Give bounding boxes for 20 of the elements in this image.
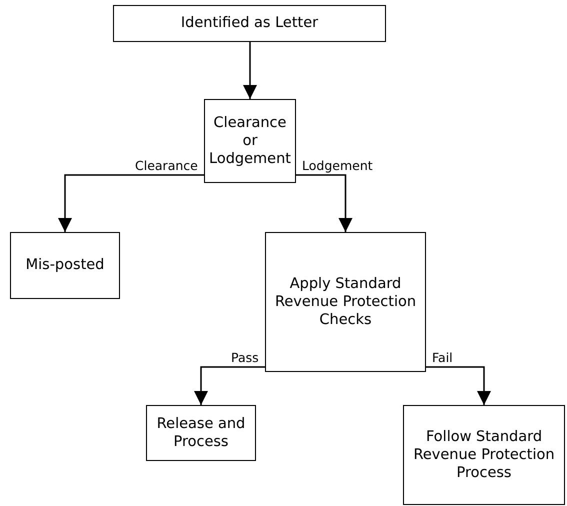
arrow — [296, 174, 352, 232]
box-text: Release and Process — [156, 414, 246, 452]
edge-label: Lodgement — [300, 158, 375, 173]
process-box — [204, 99, 296, 183]
process-box — [403, 405, 565, 505]
process-box — [113, 5, 386, 42]
arrow — [426, 366, 491, 405]
box-text: Mis-posted — [26, 256, 104, 275]
process-box — [265, 232, 426, 372]
box-text: Follow Standard Revenue Protection Process — [412, 428, 556, 482]
arrow — [194, 366, 265, 405]
box-text: Identified as Letter — [180, 14, 318, 33]
arrow — [58, 174, 204, 232]
process-box — [10, 232, 120, 299]
box-text: Clearance or Lodgement — [209, 114, 291, 168]
edge-label: Clearance — [133, 158, 200, 173]
edge-label: Pass — [229, 350, 261, 365]
box-text: Apply Standard Revenue Protection Checks — [274, 274, 418, 330]
process-box — [146, 405, 256, 461]
arrow — [243, 42, 257, 99]
